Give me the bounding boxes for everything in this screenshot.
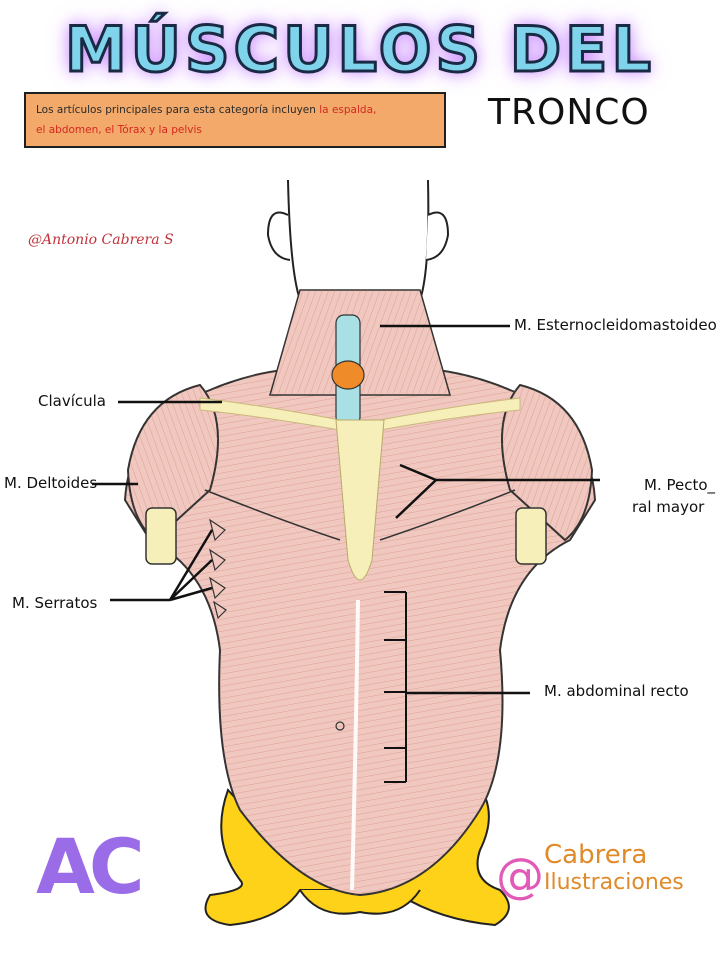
credit-name-line2: Ilustraciones [544,870,684,895]
left-humerus [145,507,177,565]
label-deltoides: M. Deltoides [4,474,98,492]
pelvis [204,778,510,927]
leader-pectoral-lower [395,479,437,519]
label-clavicula: Clavícula [38,392,106,410]
head-outline [266,179,450,301]
right-humerus [515,507,547,565]
sternum [335,419,385,581]
label-pectoral-line2: ral mayor [632,498,705,516]
navel [335,721,345,731]
artist-signature: @Antonio Cabrera S [28,232,174,248]
leader-serratos-3 [169,586,213,602]
serratus-muscles [209,518,227,620]
label-abdominal-recto: M. abdominal recto [544,682,689,700]
label-pectoral-line1: M. Pecto_ [644,476,716,494]
torso-body [123,366,597,897]
intro-highlight-rest: el abdomen, el Tórax y la pelvis [36,124,202,136]
linea-alba [350,599,360,891]
neck-muscles [269,289,451,426]
label-esternocleidomastoideo: M. Esternocleidomastoideo [514,316,717,334]
label-serratos: M. Serratos [12,594,98,612]
page-title: MÚSCULOS DEL [63,12,656,88]
intro-note: Los artículos principales para esta cate… [24,92,446,148]
leader-pectoral-top [399,463,437,482]
credit-name-line1: Cabrera [544,840,648,870]
ac-monogram: AC [36,822,145,911]
right-pectoral-edge [379,489,516,541]
leader-serratos-1 [168,529,214,601]
credit-at-sign: @ [496,848,544,904]
leader-lines [92,324,600,695]
page-subtitle: TRONCO [488,92,650,133]
left-pectoral-edge [204,489,341,541]
intro-highlight-back: la espalda, [319,104,377,116]
leader-serratos-2 [169,559,213,601]
intro-text: Los artículos principales para esta cate… [36,104,316,116]
abdominal-bracket [384,591,407,783]
thyroid [331,360,365,390]
